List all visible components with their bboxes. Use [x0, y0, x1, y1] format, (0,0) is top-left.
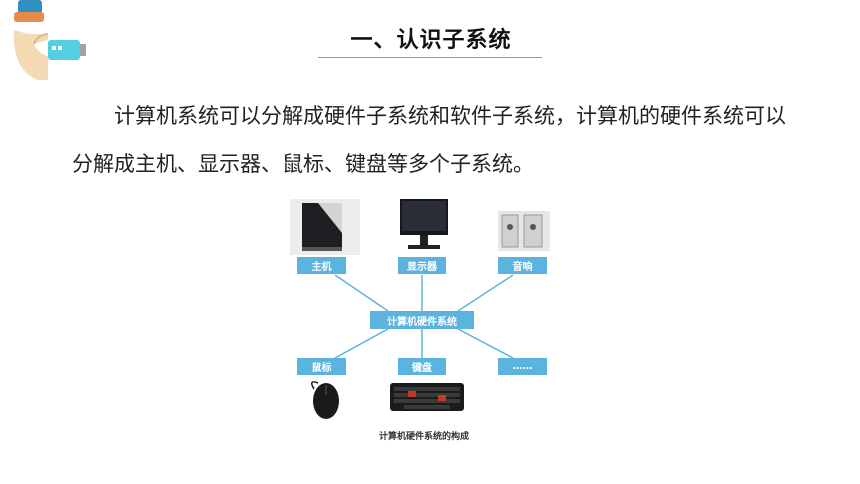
diagram-caption: 计算机硬件系统的构成 — [378, 432, 469, 442]
connector-lines — [334, 274, 514, 359]
node-host: 主机 — [297, 257, 346, 274]
keyboard-icon — [390, 383, 464, 411]
diagram-graphics — [290, 199, 550, 419]
node-keyboard: 键盘 — [398, 358, 446, 375]
usb-hand-logo-icon — [13, 0, 86, 80]
node-monitor: 显示器 — [398, 257, 446, 274]
host-computer-icon — [290, 199, 360, 255]
speaker-icon — [498, 211, 550, 251]
body-paragraph: 计算机系统可以分解成硬件子系统和软件子系统，计算机的硬件系统可以分解成主机、显示… — [72, 104, 786, 176]
node-speaker: 音响 — [498, 257, 547, 274]
monitor-icon — [400, 199, 448, 249]
page-title: 一、认识子系统 — [350, 28, 512, 53]
node-mouse: 鼠标 — [297, 358, 346, 375]
mouse-icon — [311, 381, 339, 419]
title-underline — [318, 57, 542, 58]
node-more: …… — [498, 358, 547, 375]
hardware-diagram: 主机 显示器 音响 计算机硬件系统 鼠标 键盘 …… 计算机硬件系统的构成 — [288, 193, 560, 443]
node-center: 计算机硬件系统 — [370, 311, 474, 329]
